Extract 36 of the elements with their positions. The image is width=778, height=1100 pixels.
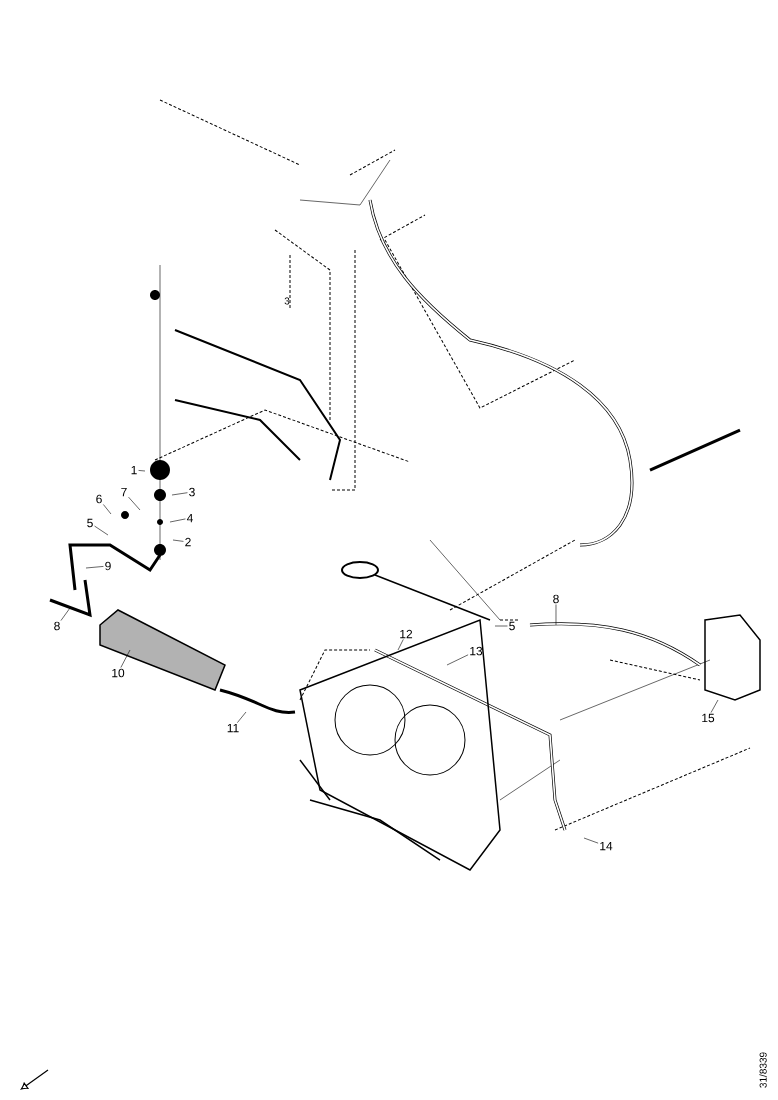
callout-number: 14 [600, 841, 613, 851]
leader-line [169, 518, 186, 523]
callout-number: 9 [105, 561, 111, 571]
leader-line [710, 699, 719, 713]
callout-number: 8 [54, 621, 60, 631]
leader-line [128, 496, 141, 511]
leader-line [172, 539, 184, 542]
leader-line [120, 649, 131, 668]
leader-line [237, 711, 247, 723]
callout-number: 1 [131, 465, 137, 475]
callout-number: 8 [553, 594, 559, 604]
callout-number: 4 [186, 513, 193, 523]
callout-number: 13 [470, 646, 483, 656]
leader-line [138, 470, 146, 472]
callout-number: 10 [112, 668, 125, 678]
callout-number: 7 [121, 487, 127, 497]
leader-line [85, 566, 104, 569]
callout-number: 5 [87, 518, 93, 528]
callout-number: 12 [400, 629, 413, 639]
leader-line [103, 504, 112, 515]
callout-number: 11 [227, 723, 239, 733]
callout-number: 2 [185, 537, 191, 547]
leader-line [94, 525, 109, 536]
leader-line [494, 625, 508, 627]
leader-line [583, 837, 599, 844]
leader-line [555, 604, 557, 626]
callout-number: 3 [189, 487, 195, 497]
leader-line [397, 639, 404, 651]
leader-line [171, 492, 188, 496]
callout-number: 5 [509, 621, 515, 631]
callout-number: 15 [702, 713, 715, 723]
callout-number: 6 [96, 494, 102, 504]
callout-number: 3 [284, 297, 290, 305]
leader-line [60, 607, 71, 621]
leader-line [446, 654, 469, 666]
drawing-number: 31/8339 [759, 1052, 767, 1088]
